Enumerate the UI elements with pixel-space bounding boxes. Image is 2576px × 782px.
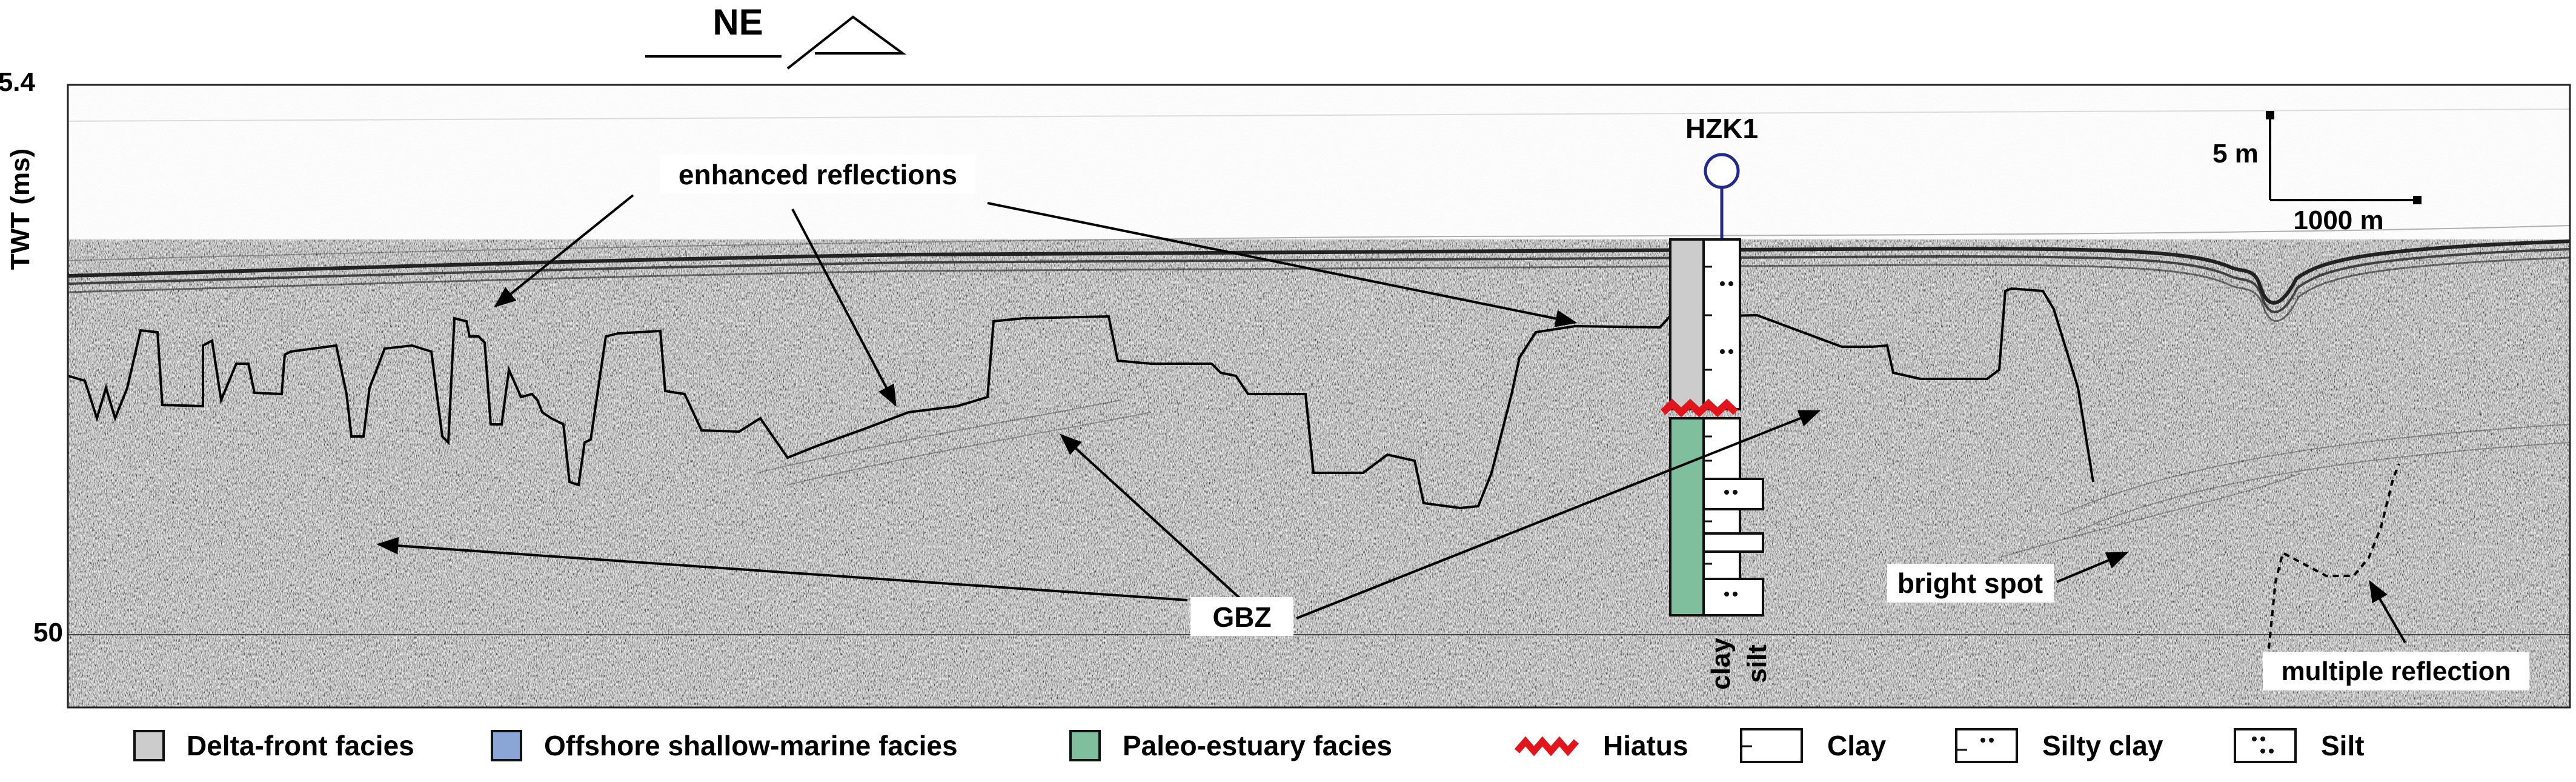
- label-bright-spot: bright spot: [1897, 567, 2043, 599]
- legend-item-clay: Clay: [1739, 724, 1886, 767]
- legend-label: Hiatus: [1603, 730, 1688, 761]
- label-gbz: GBZ: [1212, 601, 1271, 633]
- orientation-indicator: NE: [645, 2, 907, 70]
- label-enhanced-reflections: enhanced reflections: [679, 159, 957, 190]
- delta-front-swatch: [133, 730, 165, 761]
- legend-label: Offshore shallow-marine facies: [544, 730, 958, 761]
- hiatus-mark: [1660, 398, 1739, 418]
- column-label-clay: clay: [1706, 638, 1736, 690]
- legend-label: Silty clay: [2042, 730, 2163, 761]
- legend-item-paleo-estuary: Paleo-estuary facies: [1069, 724, 1392, 767]
- clay-icon: [1740, 728, 1803, 763]
- lithology-column: [1702, 238, 1764, 617]
- annotation-arrows: [376, 194, 2406, 644]
- legend-label: Paleo-estuary facies: [1123, 730, 1392, 761]
- legend-item-hiatus: Hiatus: [1515, 724, 1688, 767]
- multiple-reflection-line: [2268, 463, 2400, 649]
- paleo-estuary-swatch: [1069, 730, 1101, 761]
- delta-front-interval: [1669, 238, 1705, 410]
- scale-vertical-label: 5 m: [2213, 139, 2259, 169]
- gbz-outline: [68, 287, 2094, 510]
- legend-item-silty-clay: Silty clay: [1954, 724, 2163, 767]
- borehole-marker-icon: [1704, 153, 1740, 189]
- legend-item-silt: Silt: [2232, 724, 2365, 767]
- seismic-panel: HZK1 clay silt 5 m 1000 m enhan: [68, 85, 2570, 707]
- silt-icon: [2234, 728, 2297, 763]
- axis-tick-top: 5.4: [0, 67, 36, 97]
- legend-item-offshore-shallow-marine: Offshore shallow-marine facies: [491, 724, 958, 767]
- axis-tick-bottom: 50: [33, 618, 63, 647]
- legend: Delta-front facies Offshore shallow-mari…: [133, 712, 2551, 779]
- axis-label: TWT (ms): [5, 149, 35, 270]
- legend-label: Silt: [2321, 730, 2365, 761]
- scale-bar: 5 m 1000 m: [2213, 111, 2422, 235]
- silty-clay-icon: [1955, 728, 2018, 763]
- orientation-triangle: [786, 15, 907, 70]
- borehole-name: HZK1: [1685, 113, 1758, 144]
- scale-horizontal-label: 1000 m: [2293, 206, 2383, 235]
- hiatus-icon: [1515, 736, 1579, 757]
- clay-ticks: [1704, 266, 1712, 565]
- annotation-labels: enhanced reflections GBZ bright spot mul…: [660, 155, 2529, 690]
- orientation-label: NE: [712, 2, 763, 42]
- paleo-estuary-interval: [1669, 417, 1705, 617]
- column-label-silt: silt: [1742, 644, 1772, 683]
- legend-label: Clay: [1827, 730, 1887, 761]
- label-multiple-reflection: multiple reflection: [2282, 657, 2511, 686]
- offshore-swatch: [491, 730, 522, 761]
- legend-label: Delta-front facies: [187, 730, 414, 761]
- panel-frame: [67, 84, 2571, 709]
- borehole-column: HZK1 clay silt: [1660, 113, 1772, 690]
- legend-item-delta-front: Delta-front facies: [133, 724, 414, 767]
- silt-dots: [1720, 281, 1738, 597]
